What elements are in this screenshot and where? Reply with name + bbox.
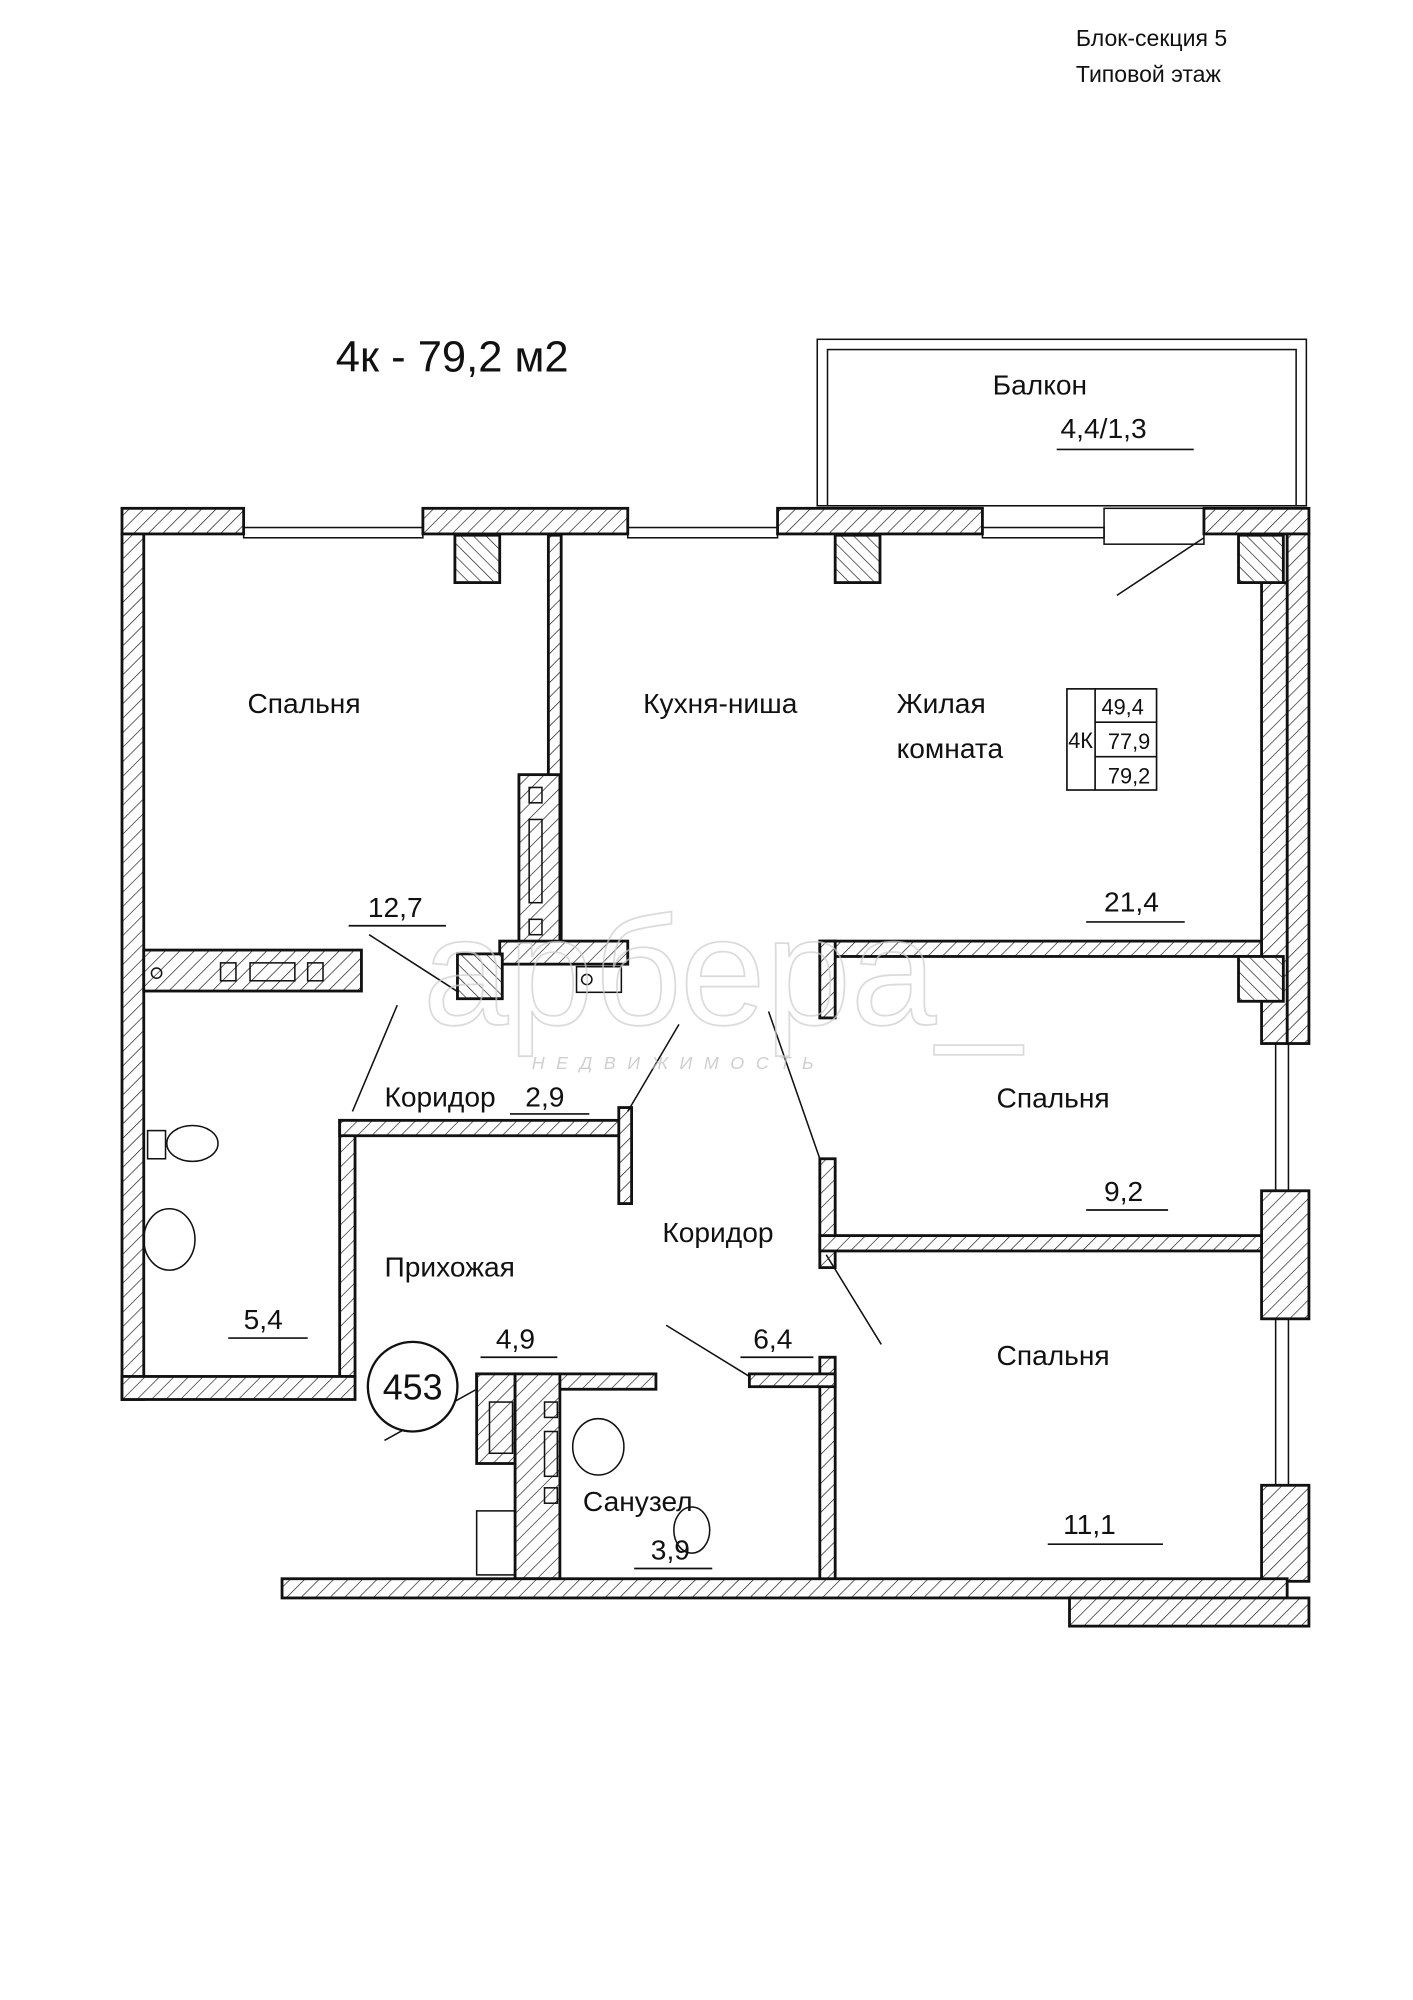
room-kitchen-name: Кухня-ниша bbox=[643, 688, 798, 719]
section-label: Блок-секция 5 bbox=[1076, 25, 1227, 51]
table-type: 4К bbox=[1068, 728, 1093, 753]
balcony-area: 4,4/1,3 bbox=[1061, 413, 1147, 444]
floor-label: Типовой этаж bbox=[1076, 61, 1222, 87]
table-living-area: 49,4 bbox=[1102, 694, 1144, 719]
room-bedroom-3-name: Спальня bbox=[997, 1340, 1110, 1371]
room-living-name-2: комната bbox=[897, 733, 1004, 764]
door-swings bbox=[351, 537, 1205, 1442]
apartment-number-badge: 453 bbox=[366, 1340, 459, 1433]
room-bedroom-1-name: Спальня bbox=[247, 688, 360, 719]
columns bbox=[219, 533, 1285, 1003]
toilet-icon bbox=[166, 1124, 219, 1163]
room-corridor-2-area: 6,4 bbox=[753, 1323, 792, 1354]
room-corridor-1-name: Коридор bbox=[384, 1081, 495, 1112]
room-wc-area: 5,4 bbox=[244, 1304, 283, 1335]
room-hall-name: Прихожая bbox=[384, 1252, 514, 1283]
room-labels: Спальня 12,7 Кухня-ниша Жилая комната 21… bbox=[228, 688, 1185, 1570]
room-bedroom-1-area: 12,7 bbox=[368, 892, 423, 923]
watermark-logo: арбера_ bbox=[423, 885, 1024, 1057]
table-total-area: 77,9 bbox=[1108, 729, 1150, 754]
room-corridor-1-area: 2,9 bbox=[525, 1081, 564, 1112]
room-living-area: 21,4 bbox=[1104, 887, 1159, 918]
room-bedroom-3-area: 11,1 bbox=[1063, 1509, 1116, 1540]
room-bedroom-2-area: 9,2 bbox=[1104, 1176, 1143, 1207]
watermark-subtitle: НЕДВИЖИМОСТЬ bbox=[532, 1053, 826, 1073]
fixtures bbox=[142, 965, 711, 1576]
balcony: Балкон 4,4/1,3 bbox=[816, 338, 1308, 507]
toilet-icon bbox=[673, 1506, 711, 1554]
room-bathroom-name: Санузел bbox=[583, 1486, 693, 1517]
room-hall-area: 4,9 bbox=[496, 1323, 535, 1354]
sink-icon bbox=[571, 1417, 625, 1476]
room-bathroom-area: 3,9 bbox=[651, 1535, 690, 1566]
area-summary-table: 4К 49,4 77,9 79,2 bbox=[1066, 688, 1158, 791]
balcony-label: Балкон bbox=[993, 369, 1087, 400]
watermark: арбера_ НЕДВИЖИМОСТЬ bbox=[422, 884, 1025, 1073]
apartment-number: 453 bbox=[383, 1367, 443, 1407]
room-living-name-1: Жилая bbox=[897, 688, 986, 719]
table-total-with-balcony: 79,2 bbox=[1108, 764, 1150, 789]
plan-title: 4к - 79,2 м2 bbox=[336, 333, 569, 381]
sink-icon bbox=[142, 1207, 196, 1271]
room-bedroom-2-name: Спальня bbox=[997, 1083, 1110, 1114]
room-corridor-2-name: Коридор bbox=[662, 1217, 773, 1248]
